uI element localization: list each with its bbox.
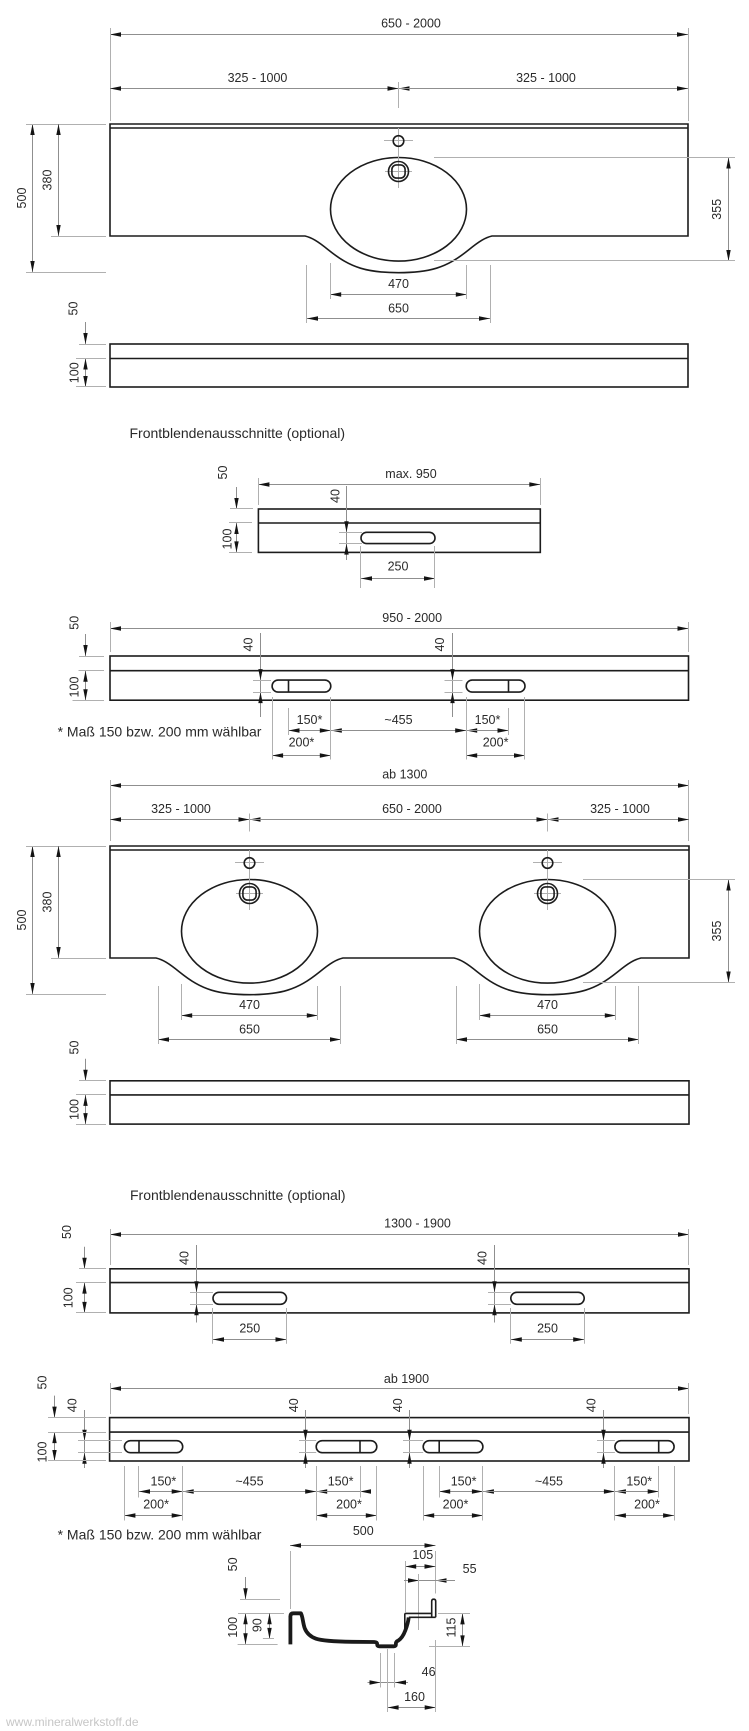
svg-text:470: 470 [537,998,558,1012]
svg-text:Frontblendenausschnitte (optio: Frontblendenausschnitte (optional) [130,1187,346,1203]
svg-text:40: 40 [584,1398,598,1412]
svg-text:ab 1900: ab 1900 [384,1372,429,1386]
svg-text:200*: 200* [336,1497,362,1511]
svg-text:* Maß 150 bzw. 200 mm wählbar: * Maß 150 bzw. 200 mm wählbar [58,1527,262,1543]
svg-text:40: 40 [329,489,343,503]
svg-text:355: 355 [710,921,724,942]
svg-text:50: 50 [216,466,230,480]
svg-text:500: 500 [15,910,29,931]
svg-text:325 - 1000: 325 - 1000 [516,71,576,85]
svg-text:ab 1300: ab 1300 [382,767,427,781]
svg-text:150*: 150* [297,713,323,727]
svg-text:500: 500 [353,1524,374,1538]
svg-text:www.mineralwerkstoff.de: www.mineralwerkstoff.de [5,1715,139,1729]
svg-text:46: 46 [422,1665,436,1679]
svg-text:150*: 150* [451,1475,477,1489]
svg-text:100: 100 [67,1099,81,1120]
svg-text:100: 100 [67,362,81,383]
svg-text:50: 50 [66,302,80,316]
svg-text:100: 100 [68,677,82,698]
svg-text:150*: 150* [626,1475,652,1489]
svg-text:250: 250 [537,1322,558,1336]
svg-text:100: 100 [62,1287,76,1308]
svg-text:max. 950: max. 950 [385,467,436,481]
svg-text:40: 40 [433,638,447,652]
svg-text:470: 470 [239,998,260,1012]
svg-text:~455: ~455 [384,713,412,727]
svg-text:650 - 2000: 650 - 2000 [381,17,441,31]
svg-text:380: 380 [40,170,54,191]
svg-text:200*: 200* [443,1497,469,1511]
svg-text:100: 100 [220,529,234,550]
svg-text:325 - 1000: 325 - 1000 [151,802,211,816]
svg-text:250: 250 [388,560,409,574]
svg-text:40: 40 [177,1251,191,1265]
svg-text:200*: 200* [483,735,509,749]
svg-text:380: 380 [40,892,54,913]
svg-text:50: 50 [60,1225,74,1239]
svg-text:950 - 2000: 950 - 2000 [382,611,442,625]
svg-text:200*: 200* [289,735,315,749]
svg-text:115: 115 [444,1617,458,1637]
svg-text:160: 160 [404,1690,425,1704]
svg-text:650: 650 [388,301,409,315]
svg-text:150*: 150* [151,1475,177,1489]
svg-text:* Maß 150 bzw. 200 mm wählbar: * Maß 150 bzw. 200 mm wählbar [58,723,262,739]
svg-text:250: 250 [239,1322,260,1336]
svg-text:200*: 200* [143,1497,169,1511]
svg-text:150*: 150* [475,713,501,727]
svg-text:100: 100 [226,1617,240,1638]
svg-text:50: 50 [67,1041,81,1055]
svg-text:650: 650 [537,1022,558,1036]
svg-text:90: 90 [251,1618,265,1632]
svg-text:~455: ~455 [535,1475,563,1489]
svg-text:~455: ~455 [235,1475,263,1489]
svg-text:325 - 1000: 325 - 1000 [590,802,650,816]
svg-text:40: 40 [391,1398,405,1412]
svg-text:100: 100 [35,1442,49,1463]
svg-text:1300 - 1900: 1300 - 1900 [384,1217,451,1231]
svg-text:200*: 200* [634,1497,660,1511]
svg-text:50: 50 [68,616,82,630]
svg-text:355: 355 [710,199,724,220]
svg-text:470: 470 [388,277,409,291]
svg-text:40: 40 [475,1251,489,1265]
svg-text:105: 105 [412,1548,433,1562]
svg-text:Frontblendenausschnitte (optio: Frontblendenausschnitte (optional) [130,425,346,441]
svg-text:50: 50 [226,1557,240,1571]
svg-text:40: 40 [241,638,255,652]
svg-text:55: 55 [463,1562,477,1576]
svg-text:40: 40 [287,1398,301,1412]
svg-text:650: 650 [239,1022,260,1036]
svg-text:650 - 2000: 650 - 2000 [382,802,442,816]
svg-text:40: 40 [66,1398,80,1412]
svg-text:150*: 150* [328,1475,354,1489]
svg-text:50: 50 [35,1376,49,1390]
svg-text:500: 500 [15,188,29,209]
svg-text:325 - 1000: 325 - 1000 [228,71,288,85]
